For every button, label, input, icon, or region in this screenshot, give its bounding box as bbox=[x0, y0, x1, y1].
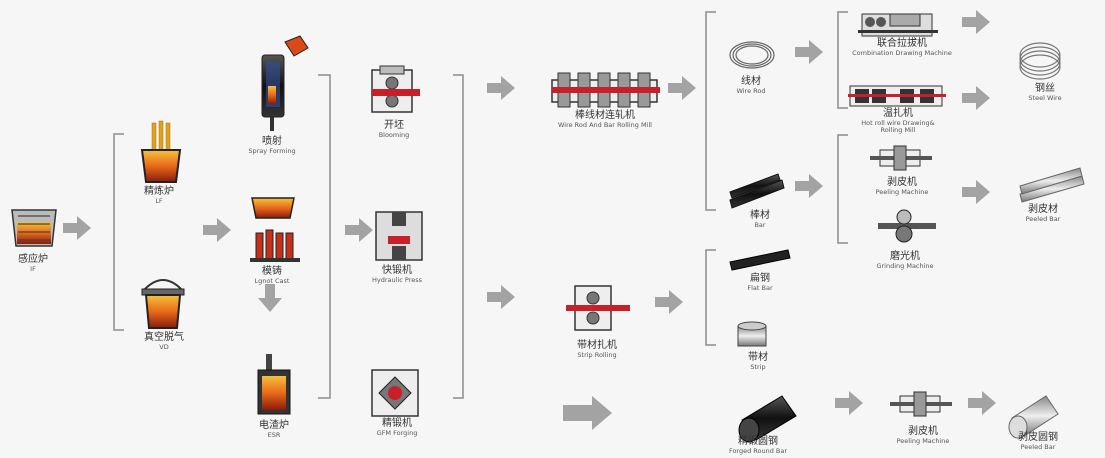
wire-rod-coil-icon bbox=[729, 41, 775, 69]
label-vd: 真空脱气 VD bbox=[144, 332, 184, 351]
strip-coil-icon bbox=[737, 321, 767, 347]
label-peeling-1: 剥皮机 Peeling Machine bbox=[875, 177, 929, 196]
rolling-mill-icon bbox=[551, 72, 660, 108]
flat-bar-icon bbox=[729, 249, 791, 271]
arrow-icon bbox=[345, 218, 373, 242]
forged-round-bar-icon bbox=[738, 395, 797, 443]
label-if: 感应炉 IF bbox=[18, 254, 48, 273]
ingot-casting-icon bbox=[250, 197, 300, 262]
bar-icon bbox=[729, 173, 785, 209]
label-hydraulic: 快锻机 Hydraulic Press bbox=[372, 265, 422, 284]
peeling-machine-2-icon bbox=[890, 391, 952, 417]
label-peeled-bar: 剥皮材 Peeled Bar bbox=[1025, 204, 1061, 223]
label-bar: 棒材 Bar bbox=[750, 210, 770, 229]
steel-wire-coil-icon bbox=[1019, 42, 1061, 80]
label-grinding: 磨光机 Grinding Machine bbox=[876, 251, 934, 270]
label-flat-bar: 扁钢 Flat Bar bbox=[747, 273, 773, 292]
arrow-icon bbox=[962, 180, 990, 204]
arrow-icon bbox=[203, 218, 231, 242]
label-blooming: 开坯 Blooming bbox=[378, 120, 410, 139]
flow-arrows bbox=[63, 10, 996, 430]
peeled-round-bar-icon bbox=[1008, 395, 1059, 439]
bracket-finishing bbox=[837, 134, 848, 244]
label-strip: 带材 Strip bbox=[748, 352, 768, 371]
label-lf: 精炼炉 LF bbox=[144, 186, 174, 205]
label-ingot: 模铸 Lgnot Cast bbox=[254, 266, 290, 285]
arrow-icon bbox=[962, 10, 990, 34]
vacuum-degassing-icon bbox=[141, 279, 185, 329]
label-forged-round: 精锻圆钢 Forged Round Bar bbox=[728, 436, 788, 455]
arrow-icon bbox=[835, 391, 863, 415]
large-arrow-icon bbox=[563, 396, 612, 430]
peeling-machine-icon bbox=[870, 145, 932, 171]
hot-roll-drawing-icon bbox=[848, 85, 946, 107]
bracket-drawing bbox=[837, 11, 848, 109]
bracket-casting bbox=[318, 74, 331, 399]
gfm-forging-icon bbox=[371, 369, 419, 417]
bracket-strip-products bbox=[705, 249, 716, 346]
peeled-bar-icon bbox=[1019, 167, 1085, 203]
arrow-icon bbox=[655, 290, 683, 314]
ladle-furnace-icon bbox=[140, 120, 182, 183]
arrow-icon bbox=[962, 86, 990, 110]
arrow-icon bbox=[668, 76, 696, 100]
induction-furnace-icon bbox=[11, 209, 57, 247]
combination-drawing-machine-icon bbox=[858, 13, 938, 37]
label-spray: 喷射 Spray Forming bbox=[248, 136, 296, 155]
arrow-icon bbox=[795, 40, 823, 64]
spray-forming-icon bbox=[261, 35, 309, 131]
label-wire-rod: 线材 Wire Rod bbox=[736, 76, 766, 95]
bracket-forging bbox=[453, 74, 464, 399]
label-peeling-2: 剥皮机 Peeling Machine bbox=[896, 426, 950, 445]
label-combination: 联合拉拔机 Combination Drawing Machine bbox=[852, 38, 952, 57]
arrow-icon bbox=[63, 216, 91, 240]
arrow-icon bbox=[487, 76, 515, 100]
label-strip-rolling: 带材扎机 Strip Rolling bbox=[577, 340, 617, 359]
label-wire-rod-mill: 棒线材连轧机 Wire Rod And Bar Rolling Mill bbox=[558, 110, 652, 129]
arrow-icon bbox=[795, 174, 823, 198]
arrow-icon bbox=[968, 391, 996, 415]
arrow-icon bbox=[487, 285, 515, 309]
esr-furnace-icon bbox=[257, 354, 291, 415]
bracket-refining bbox=[113, 133, 124, 331]
strip-rolling-icon bbox=[566, 285, 630, 331]
label-hot-roll: 温扎机 Hot roll wire Drawing& Rolling Mill bbox=[861, 108, 935, 134]
label-peeled-round: 剥皮圆钢 Peeled Bar bbox=[1018, 432, 1058, 451]
label-steel-wire: 钢丝 Steel Wire bbox=[1028, 83, 1062, 102]
brackets bbox=[113, 11, 848, 399]
blooming-mill-icon bbox=[371, 65, 420, 113]
down-arrow-icon bbox=[258, 284, 282, 312]
label-esr: 电渣炉 ESR bbox=[259, 420, 289, 439]
label-gfm: 精锻机 GFM Forging bbox=[376, 418, 418, 437]
bracket-wire-products bbox=[705, 11, 716, 211]
grinding-machine-icon bbox=[878, 209, 936, 243]
hydraulic-press-icon bbox=[375, 211, 423, 261]
